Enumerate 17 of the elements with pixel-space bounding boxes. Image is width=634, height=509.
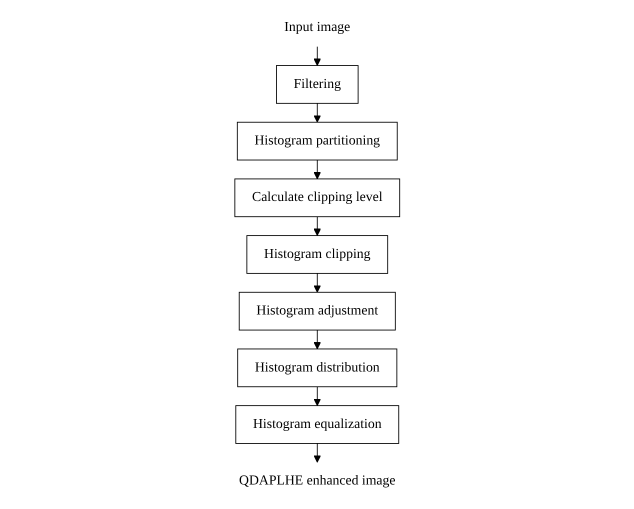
- arrow: [313, 216, 321, 236]
- node-box: Histogram distribution: [236, 348, 397, 388]
- arrow: [313, 386, 321, 406]
- node-box: Histogram equalization: [235, 405, 399, 444]
- node-box: Histogram clipping: [246, 235, 388, 274]
- node-box: Calculate clipping level: [234, 178, 400, 218]
- arrow: [313, 443, 321, 463]
- node-box: Filtering: [276, 65, 358, 104]
- node-box: Histogram partitioning: [236, 122, 398, 160]
- node-box: Histogram adjustment: [238, 292, 396, 330]
- arrow: [313, 330, 321, 350]
- arrow: [313, 46, 321, 66]
- arrow: [313, 160, 321, 180]
- node-text: Input image: [284, 20, 350, 35]
- arrow: [313, 102, 321, 123]
- node-text: QDAPLHE enhanced image: [238, 473, 396, 488]
- arrow: [313, 272, 321, 293]
